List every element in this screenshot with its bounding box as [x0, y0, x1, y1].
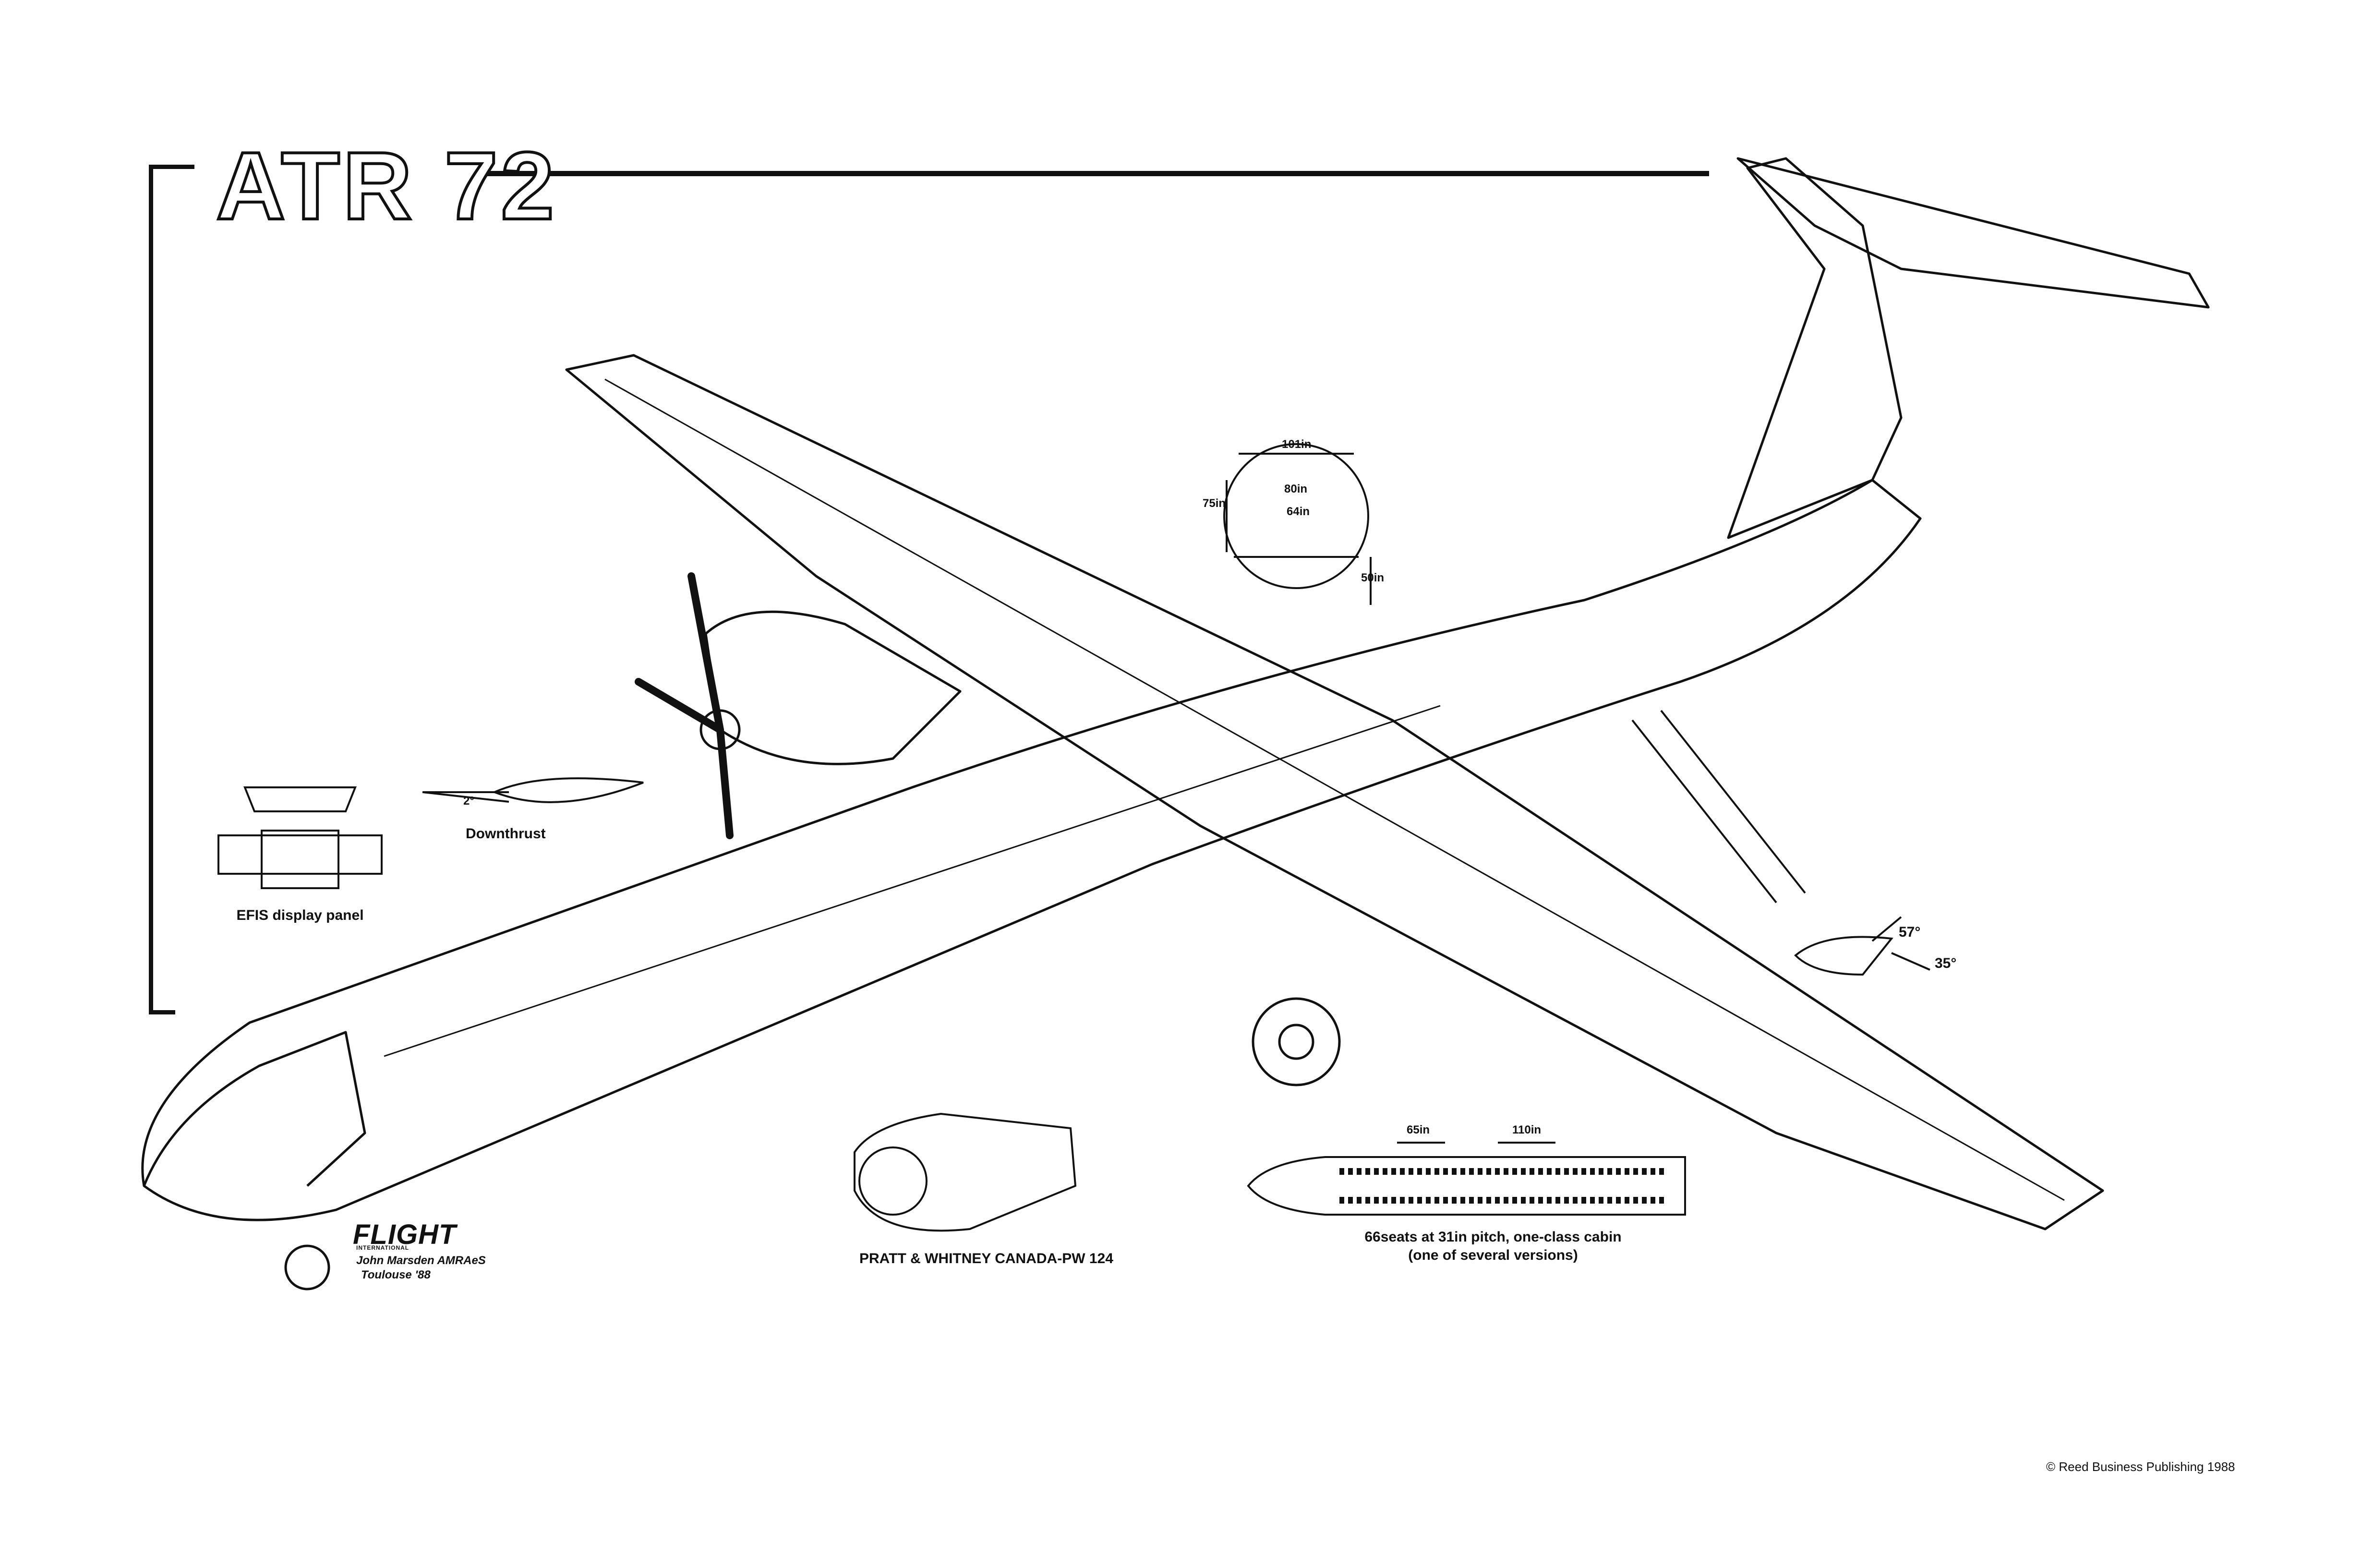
propeller-blade-upper — [687, 572, 724, 734]
flight-logo: FLIGHT — [353, 1219, 457, 1250]
propeller-blade-lower — [716, 726, 734, 839]
page-title: ATR 72 — [215, 133, 557, 240]
frame-rule-left — [149, 165, 153, 1014]
fuselage-outline — [141, 479, 1922, 1221]
downthrust-angle-line — [422, 791, 509, 803]
dimension-64in: 64in — [1287, 505, 1310, 518]
engine-inset — [854, 1112, 1077, 1232]
efis-panel-inset — [217, 786, 383, 889]
dimension-75in: 75in — [1203, 497, 1226, 510]
efis-instrument-panel — [217, 834, 383, 875]
cabin-label-line1: 66seats at 31in pitch, one-class cabin — [1364, 1229, 1622, 1245]
seating-plan-outline — [1247, 1156, 1686, 1216]
fuselage-cross-section-inset — [1223, 443, 1372, 605]
efis-glareshield — [243, 786, 357, 812]
engine-gearbox — [858, 1146, 928, 1216]
airstair — [1631, 710, 1806, 904]
downthrust-angle-label: 2° — [463, 795, 474, 808]
flap-angle-ray-57 — [1871, 916, 1902, 942]
cross-section-circle — [1223, 443, 1369, 589]
artist-place-date: Toulouse '88 — [361, 1268, 431, 1281]
main-wheel-hub — [1278, 1024, 1314, 1060]
frame-corner-top — [149, 165, 194, 169]
downthrust-inset — [422, 777, 644, 803]
dimension-110in: 110in — [1512, 1123, 1542, 1136]
flap-angle-57: 57° — [1899, 924, 1921, 940]
title-rule — [475, 171, 1709, 176]
dimension-101in: 101in — [1282, 438, 1312, 451]
tail-fin-outline — [1727, 157, 1903, 539]
seating-plan-inset — [1247, 1142, 1686, 1216]
copyright-notice: © Reed Business Publishing 1988 — [2046, 1459, 2235, 1474]
flight-logo-subtitle: INTERNATIONAL — [356, 1244, 410, 1251]
engine-nacelle-outline — [704, 610, 962, 765]
downthrust-nacelle-profile — [492, 777, 644, 803]
propeller-blade-left — [635, 678, 724, 734]
dimension-80in: 80in — [1284, 482, 1308, 495]
dimension-65in: 65in — [1407, 1123, 1430, 1136]
flap-profile — [1794, 936, 1893, 976]
main-wheel — [1252, 997, 1341, 1086]
flap-angle-inset — [1794, 916, 1930, 976]
horizontal-stabiliser-outline — [1736, 157, 2210, 309]
flap-angle-ray-35 — [1891, 952, 1930, 971]
cockpit-outline — [143, 1031, 366, 1187]
engine-body — [854, 1112, 1077, 1232]
cabin-window-line — [384, 705, 1441, 1057]
artist-credit: John Marsden AMRAeS — [356, 1254, 486, 1267]
propeller-hub — [699, 709, 741, 750]
efis-center-console — [261, 830, 339, 889]
wing-spar-line — [604, 378, 2065, 1201]
nose-wheel — [284, 1244, 330, 1291]
downthrust-label: Downthrust — [466, 826, 546, 842]
flap-angle-35: 35° — [1935, 955, 1957, 971]
efis-panel-label: EFIS display panel — [236, 907, 364, 923]
cabin-label-line2: (one of several versions) — [1408, 1247, 1578, 1263]
engine-label: PRATT & WHITNEY CANADA-PW 124 — [859, 1251, 1113, 1266]
wing-outline — [565, 354, 2104, 1230]
frame-corner-bottom — [149, 1010, 175, 1014]
dimension-50in: 50in — [1361, 571, 1385, 584]
